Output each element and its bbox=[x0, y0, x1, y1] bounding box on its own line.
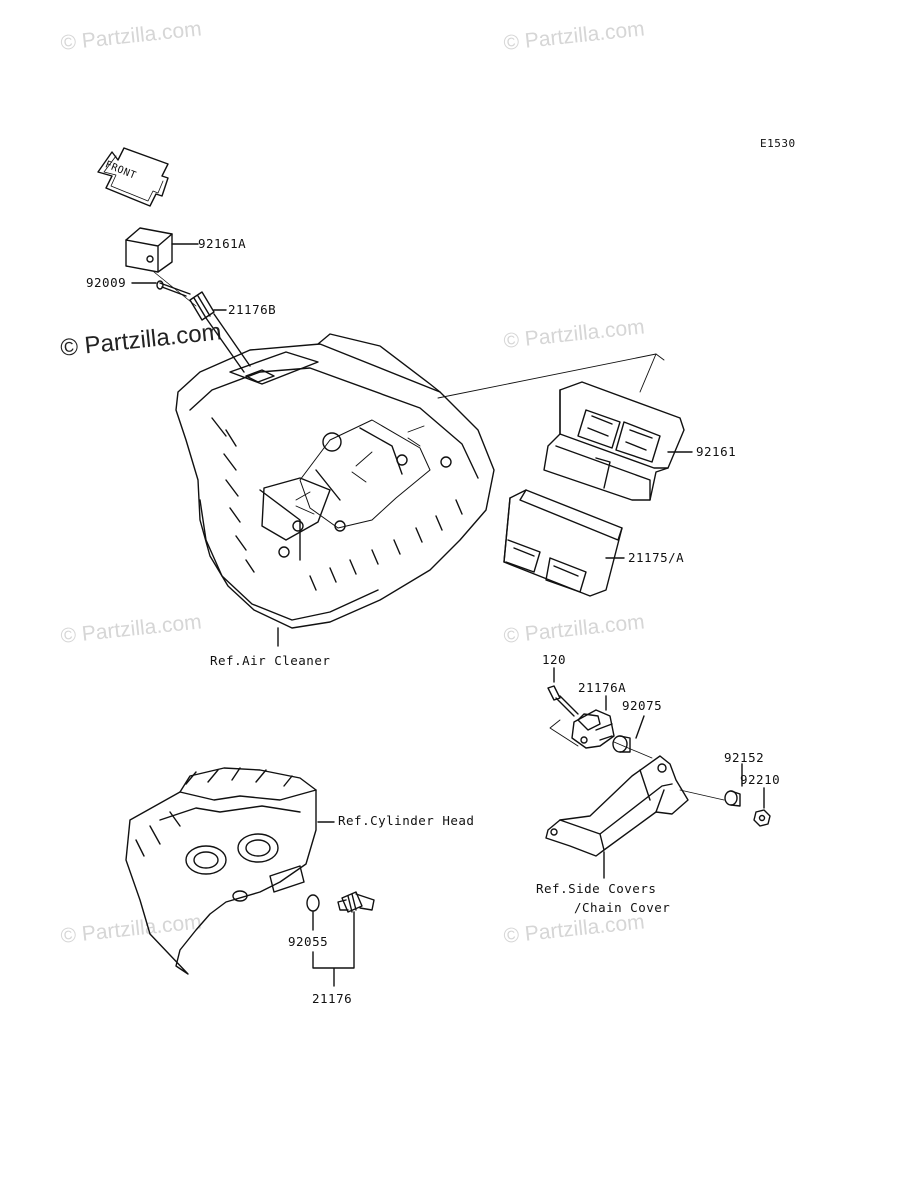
nut-92210-icon bbox=[753, 809, 771, 827]
part-number-21175a[interactable]: 21175/A bbox=[628, 550, 685, 565]
ref-side-covers: Ref.Side Covers bbox=[536, 881, 657, 896]
part-number-92055[interactable]: 92055 bbox=[288, 934, 329, 949]
sensor-21176-icon bbox=[337, 891, 375, 913]
ref-chain-cover: /Chain Cover bbox=[574, 900, 671, 915]
part-number-120[interactable]: 120 bbox=[542, 652, 567, 667]
ref-air-cleaner: Ref.Air Cleaner bbox=[210, 653, 331, 668]
bracket-icon bbox=[545, 755, 689, 857]
part-number-92152[interactable]: 92152 bbox=[724, 750, 765, 765]
leader-line bbox=[549, 719, 579, 747]
collar-92152-icon bbox=[724, 790, 741, 807]
part-number-21176b[interactable]: 21176B bbox=[228, 302, 277, 317]
part-number-92161[interactable]: 92161 bbox=[696, 444, 737, 459]
bolt-120-icon bbox=[547, 685, 579, 717]
diagram-code: E1530 bbox=[760, 137, 796, 150]
part-number-92009[interactable]: 92009 bbox=[86, 275, 127, 290]
leader-line bbox=[613, 741, 653, 759]
air-cleaner-housing-icon bbox=[175, 333, 495, 647]
part-number-92161a[interactable]: 92161A bbox=[198, 236, 247, 251]
part-number-92075[interactable]: 92075 bbox=[622, 698, 663, 713]
collar-92075-icon bbox=[612, 735, 631, 753]
sensor-21176a-icon bbox=[571, 709, 615, 749]
screw-92009-icon bbox=[156, 280, 191, 297]
ecu-21175a-icon bbox=[503, 489, 623, 597]
leader-line bbox=[639, 353, 665, 393]
o-ring-92055-icon bbox=[306, 894, 320, 912]
part-number-21176[interactable]: 21176 bbox=[312, 991, 353, 1006]
part-number-21176a[interactable]: 21176A bbox=[578, 680, 627, 695]
leader-line bbox=[312, 911, 355, 987]
leader-line bbox=[635, 715, 645, 739]
part-number-92210[interactable]: 92210 bbox=[740, 772, 781, 787]
cylinder-head-icon bbox=[125, 767, 335, 975]
front-arrow-icon bbox=[97, 147, 169, 207]
sensor-21176b-icon bbox=[189, 291, 251, 373]
ref-cylinder-head: Ref.Cylinder Head bbox=[338, 813, 475, 828]
leader-line bbox=[437, 353, 657, 399]
rubber-block-92161a-icon bbox=[125, 227, 173, 273]
leader-line bbox=[679, 789, 725, 801]
rubber-cover-92161-icon bbox=[543, 381, 685, 501]
